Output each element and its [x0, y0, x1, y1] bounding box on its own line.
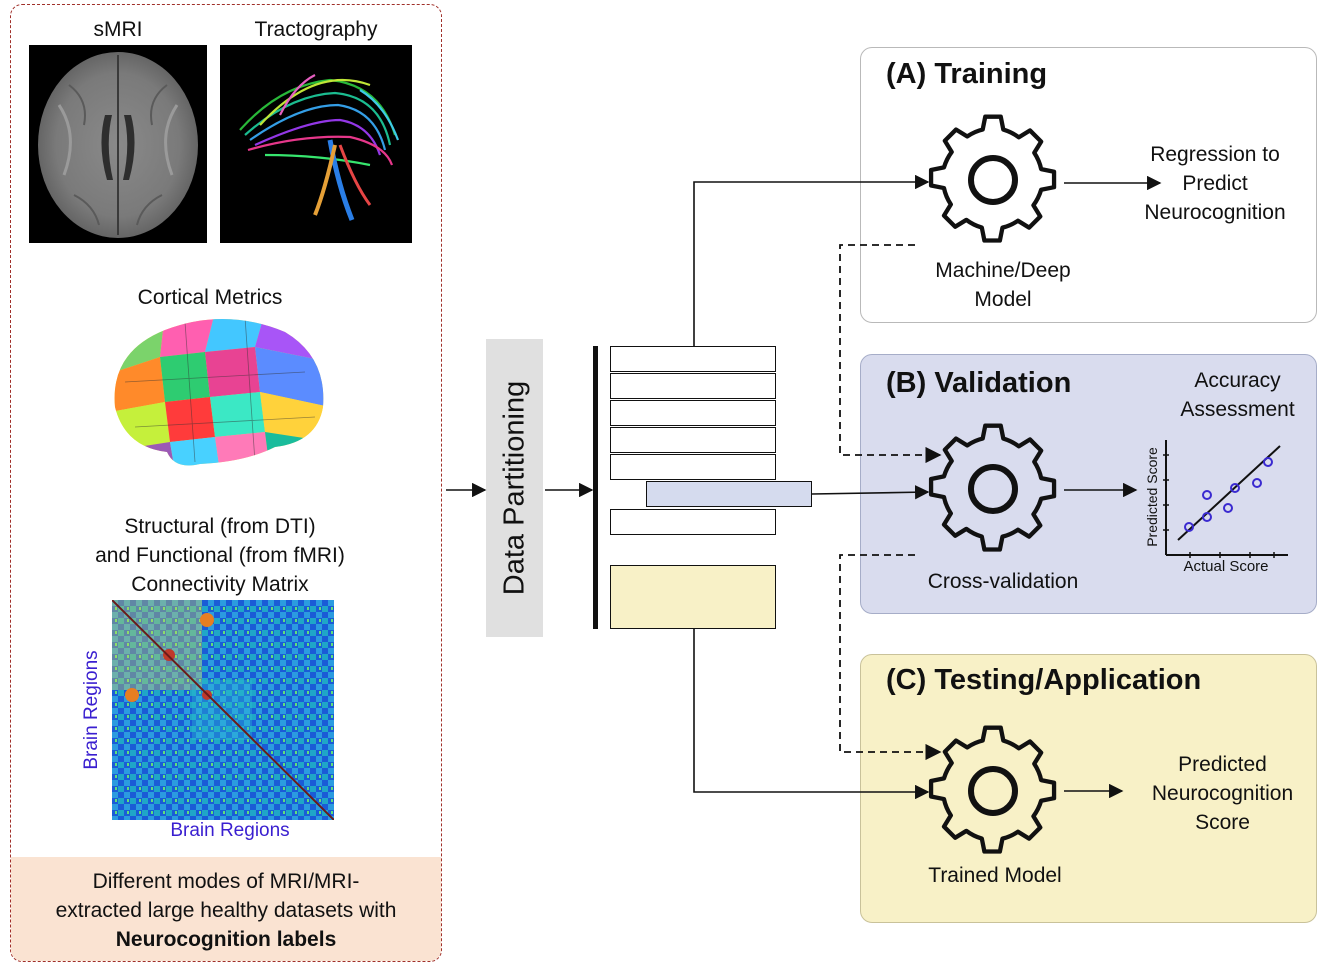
training-output-line-2: Predict: [1182, 172, 1248, 195]
testing-title: (C) Testing/Application: [886, 664, 1202, 696]
validation-title: (B) Validation: [886, 367, 1072, 399]
testing-output-line-1: Predicted: [1178, 753, 1267, 776]
training-fold: [610, 346, 776, 372]
arrow-validation-to-cv: [811, 485, 930, 500]
connectivity-matrix: [111, 599, 335, 821]
connectivity-label-line-2: and Functional (from fMRI): [95, 544, 345, 567]
scatter-point: [1252, 478, 1262, 488]
testing-gear-icon: [931, 728, 1054, 852]
smri-label: sMRI: [93, 18, 143, 41]
training-output-line-1: Regression to: [1150, 143, 1280, 166]
tractography-label: Tractography: [254, 18, 378, 41]
testing-output-line-3: Score: [1195, 811, 1250, 834]
connectivity-label-line-3: Connectivity Matrix: [131, 573, 309, 596]
cortical-surface-image: [105, 312, 330, 472]
caption-line-3: Neurocognition labels: [115, 928, 337, 951]
testing-output-line-2: Neurocognition: [1151, 782, 1294, 805]
training-fold: [610, 427, 776, 453]
validation-fold: [646, 481, 812, 507]
training-fold: [610, 454, 776, 480]
training-title: (A) Training: [886, 58, 1048, 90]
accuracy-label-line-1: Accuracy: [1194, 369, 1281, 392]
plot-x-label: Actual Score: [1183, 558, 1269, 575]
scatter-point: [1202, 512, 1212, 522]
testing-panel: [860, 654, 1317, 923]
caption-line-2: extracted large healthy datasets with: [55, 899, 397, 922]
test-fold: [610, 565, 776, 629]
scatter-point: [1184, 522, 1194, 532]
trained-model-label: Trained Model: [928, 864, 1062, 887]
training-fold: [610, 509, 776, 535]
validation-gear-icon: [931, 426, 1054, 550]
training-fold: [610, 400, 776, 426]
scatter-point: [1263, 457, 1273, 467]
cortical-metrics-label: Cortical Metrics: [137, 286, 283, 309]
dataset-caption: Different modes of MRI/MRI- extracted la…: [11, 857, 441, 961]
data-partitioning-box: Data Partitioning: [486, 339, 543, 637]
smri-image: [29, 45, 207, 243]
tractography-image: [220, 45, 412, 243]
scatter-point: [1230, 483, 1240, 493]
cross-validation-label: Cross-validation: [927, 570, 1079, 593]
scatter-point: [1202, 490, 1212, 500]
caption-line-1: Different modes of MRI/MRI-: [92, 870, 360, 893]
arrow-test-to-trained-model: [693, 629, 930, 800]
training-fold: [610, 373, 776, 399]
matrix-x-label: Brain Regions: [170, 820, 290, 841]
accuracy-scatter-plot: [1163, 440, 1288, 558]
scatter-point: [1223, 503, 1233, 513]
validation-panel: [860, 354, 1317, 614]
dataset-panel: Different modes of MRI/MRI- extracted la…: [10, 4, 442, 962]
accuracy-label-line-2: Assessment: [1180, 398, 1295, 421]
arrow-train-to-model: [693, 174, 930, 346]
dashed-arrow-cv-to-trained: [839, 554, 942, 761]
connectivity-label-line-1: Structural (from DTI): [124, 515, 316, 538]
training-model-line-2: Model: [974, 288, 1032, 311]
training-gear-icon: [931, 117, 1054, 241]
training-output-line-3: Neurocognition: [1144, 201, 1286, 224]
training-model-line-1: Machine/Deep: [935, 259, 1071, 282]
partition-bracket: [593, 346, 598, 629]
dashed-arrow-model-to-cv: [839, 244, 942, 464]
